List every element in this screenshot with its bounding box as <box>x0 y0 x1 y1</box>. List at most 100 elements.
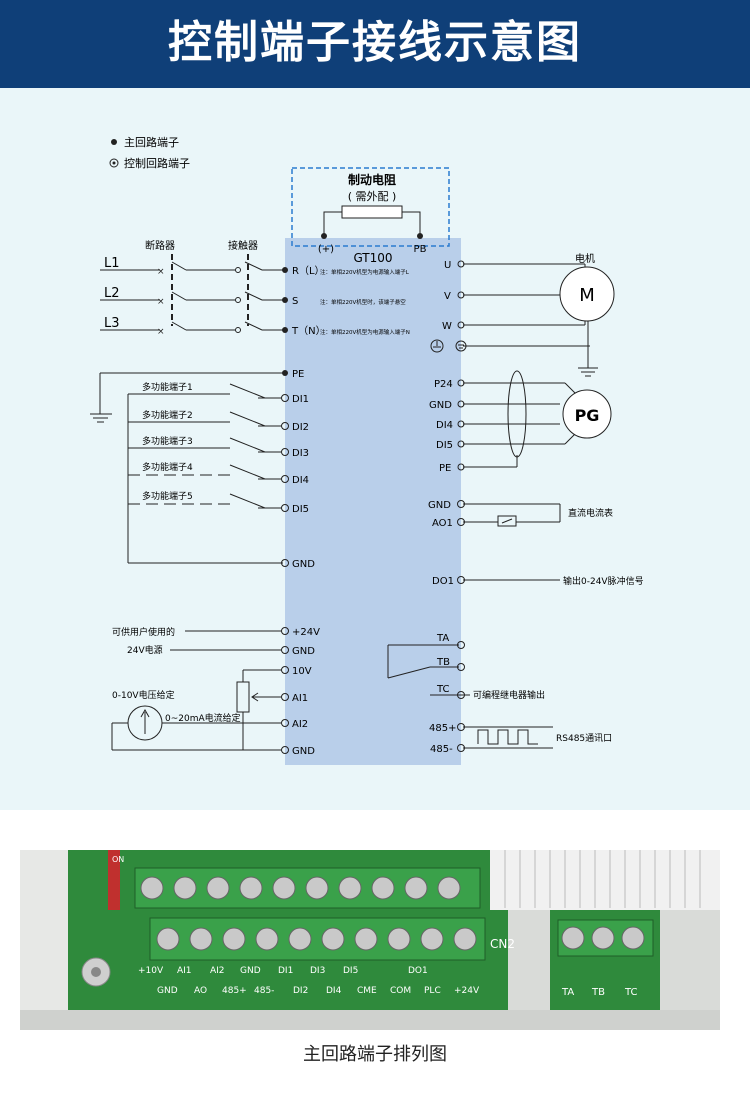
note-r: 注：单相220V机型为电源输入端子L <box>320 268 410 276</box>
motor-letter: M <box>579 285 595 306</box>
multi3-label: 多功能端子3 <box>142 435 193 447</box>
terminal-v: V <box>444 291 451 302</box>
svg-text:AI2: AI2 <box>210 966 225 976</box>
terminal-di5: DI5 <box>292 504 309 515</box>
svg-text:AI1: AI1 <box>177 966 192 976</box>
terminal-485p: 485+ <box>429 723 456 734</box>
multi2-label: 多功能端子2 <box>142 409 193 421</box>
terminal-ai1: AI1 <box>292 693 308 704</box>
svg-text:×: × <box>157 297 165 307</box>
svg-text:CME: CME <box>357 986 377 996</box>
user-power-label-2: 24V电源 <box>127 644 163 656</box>
page-title: 控制端子接线示意图 <box>168 17 582 68</box>
terminal-10v: 10V <box>292 666 312 677</box>
terminal-di1: DI1 <box>292 394 309 405</box>
svg-text:DI2: DI2 <box>293 986 308 996</box>
relay-wiring <box>387 644 470 696</box>
pg-letter: PG <box>575 406 600 425</box>
l2-label: L2 <box>104 286 120 301</box>
svg-text:TB: TB <box>591 987 605 998</box>
photo-caption: 主回路端子排列图 <box>303 1044 447 1065</box>
terminal-p24: P24 <box>434 379 453 390</box>
terminal-di3: DI3 <box>292 448 309 459</box>
user-power-label-1: 可供用户使用的 <box>112 626 175 638</box>
terminal-w: W <box>442 321 452 332</box>
svg-text:AO: AO <box>194 986 207 996</box>
terminal-ao-gnd: GND <box>428 500 451 511</box>
pg-symbol <box>562 389 612 439</box>
rs485-label: RS485通讯口 <box>556 733 612 744</box>
inverter-panel <box>285 238 461 765</box>
terminal-tc: TC <box>436 684 450 695</box>
wiring-diagram: 主回路端子 控制回路端子 GT100 制动电阻 ( 需外配 ) (+) PB 断… <box>90 136 644 765</box>
svg-text:DI1: DI1 <box>278 966 293 976</box>
terminal-pg-di4: DI4 <box>436 420 453 431</box>
motor-wiring <box>463 263 598 377</box>
terminal-board-photo: ON CN2 +10V AI1 AI2 GND DI1 DI3 DI5 DO1 … <box>20 850 720 1030</box>
terminal-ao1: AO1 <box>432 518 453 529</box>
brake-pb-label: PB <box>414 244 427 255</box>
brake-dashed-box <box>291 167 450 247</box>
svg-text:TA: TA <box>561 987 574 998</box>
di-wiring <box>127 383 283 564</box>
terminal-u: U <box>444 260 451 271</box>
svg-text:PLC: PLC <box>424 986 441 996</box>
terminal-24v: +24V <box>292 627 320 638</box>
svg-text:+10V: +10V <box>138 966 164 976</box>
svg-text:485+: 485+ <box>222 986 247 996</box>
resistor-symbol <box>341 205 403 219</box>
multi1-label: 多功能端子1 <box>142 381 193 393</box>
terminal-do1: DO1 <box>432 576 454 587</box>
multi5-label: 多功能端子5 <box>142 490 193 502</box>
terminal-r: R（L） <box>292 265 325 277</box>
terminal-485n: 485- <box>430 744 453 755</box>
svg-text:DI3: DI3 <box>310 966 325 976</box>
header-banner: 控制端子接线示意图 <box>0 0 750 88</box>
contactor-label: 接触器 <box>228 239 258 252</box>
terminal-pe: PE <box>292 369 304 380</box>
svg-text:DI4: DI4 <box>326 986 342 996</box>
terminal-di2: DI2 <box>292 422 309 433</box>
brake-title: 制动电阻 <box>348 172 396 187</box>
switch-label: ON <box>112 855 124 864</box>
note-t: 注：单相220V机型为电源输入端子N <box>320 328 410 336</box>
breaker-label: 断路器 <box>145 239 175 252</box>
l3-label: L3 <box>104 316 120 331</box>
svg-text:TC: TC <box>624 987 638 998</box>
svg-text:×: × <box>157 267 165 277</box>
motor-label: 电机 <box>575 252 595 265</box>
terminal-tb: TB <box>436 657 450 668</box>
top-row-labels: +10V AI1 AI2 GND DI1 DI3 DI5 DO1 <box>138 966 428 976</box>
svg-text:+24V: +24V <box>454 986 480 996</box>
brake-resistor: 制动电阻 ( 需外配 ) (+) PB <box>291 167 450 255</box>
legend: 主回路端子 控制回路端子 <box>109 136 190 170</box>
svg-text:GND: GND <box>240 966 261 976</box>
terminal-ai2: AI2 <box>292 719 308 730</box>
motor-symbol <box>559 266 615 322</box>
terminal-ta: TA <box>436 633 449 644</box>
svg-text:485-: 485- <box>254 986 274 996</box>
svg-text:×: × <box>157 327 165 337</box>
terminal-pg-gnd: GND <box>429 400 452 411</box>
model-label: GT100 <box>353 251 392 265</box>
svg-text:GND: GND <box>157 986 178 996</box>
terminal-s: S <box>292 296 298 307</box>
cn2-label: CN2 <box>490 937 515 951</box>
legend-main: 主回路端子 <box>124 136 179 149</box>
main-power-lines <box>100 254 283 331</box>
relay-row-labels: TA TB TC <box>561 987 638 998</box>
current-given-label: 0~20mA电流给定 <box>165 712 241 724</box>
terminal-pg-di5: DI5 <box>436 440 453 451</box>
terminal-di4: DI4 <box>292 475 309 486</box>
terminal-pg-pe: PE <box>439 463 451 474</box>
relay-out-label: 可编程继电器输出 <box>473 689 545 701</box>
terminal-gnd: GND <box>292 559 315 570</box>
l1-label: L1 <box>104 256 120 271</box>
multi4-label: 多功能端子4 <box>142 461 193 473</box>
terminal-gnd2: GND <box>292 646 315 657</box>
brake-subtitle: ( 需外配 ) <box>348 190 397 203</box>
pg-wiring <box>463 370 576 468</box>
legend-control: 控制回路端子 <box>124 156 190 170</box>
brake-plus-label: (+) <box>318 244 334 255</box>
svg-text:COM: COM <box>390 986 411 996</box>
